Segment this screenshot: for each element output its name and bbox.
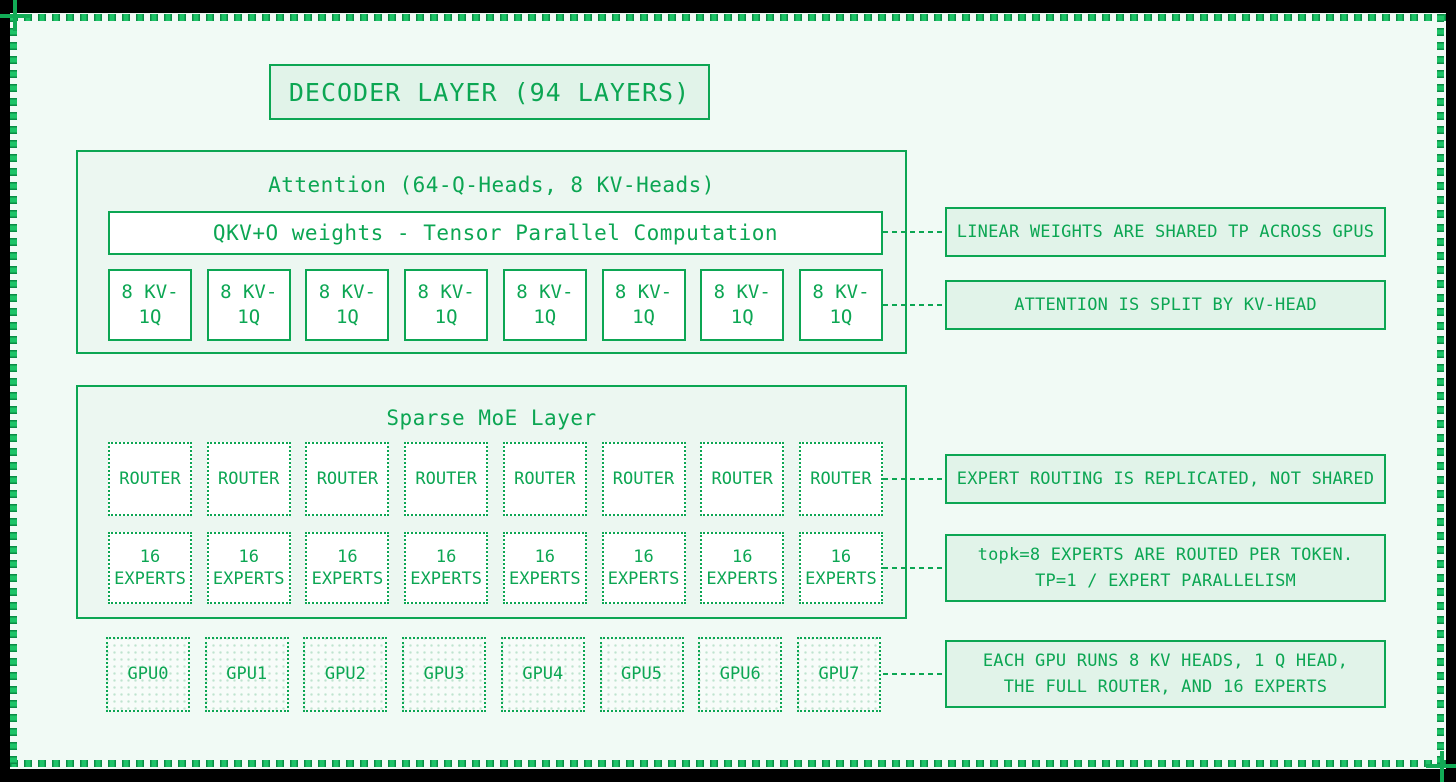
gpu-box: GPU0 (106, 637, 190, 712)
annotation-linear-weights: LINEAR WEIGHTS ARE SHARED TP ACROSS GPUS (945, 207, 1386, 257)
frame-dash-bottom (10, 760, 1446, 767)
annotation-attention-split: ATTENTION IS SPLIT BY KV-HEAD (945, 280, 1386, 330)
gpu-box: GPU7 (796, 637, 881, 712)
qkv-weights-label: QKV+O weights - Tensor Parallel Computat… (212, 221, 779, 245)
gpu-box: GPU5 (599, 637, 684, 712)
router-box: ROUTER (404, 442, 489, 516)
gpu-row: GPU0 GPU1 GPU2 GPU3 GPU4 GPU5 GPU6 GPU7 (106, 637, 881, 712)
kv-head-box: 8 KV- 1Q (206, 269, 291, 341)
moe-section: Sparse MoE Layer ROUTER ROUTER ROUTER RO… (76, 385, 907, 619)
experts-box: 16 EXPERTS (798, 532, 883, 604)
attention-section: Attention (64-Q-Heads, 8 KV-Heads) QKV+O… (76, 150, 907, 354)
router-box: ROUTER (502, 442, 587, 516)
title-box: DECODER LAYER (94 LAYERS) (269, 64, 710, 120)
gpu-box: GPU1 (204, 637, 289, 712)
annotation-topk-experts: topk=8 EXPERTS ARE ROUTED PER TOKEN. TP=… (945, 534, 1386, 602)
frame-dash-left (10, 14, 17, 768)
qkv-weights-box: QKV+O weights - Tensor Parallel Computat… (108, 211, 883, 255)
kv-head-box: 8 KV- 1Q (404, 269, 489, 341)
connector-line-experts (883, 567, 945, 569)
gpu-box: GPU2 (303, 637, 388, 712)
kv-head-box: 8 KV- 1Q (798, 269, 883, 341)
router-box: ROUTER (601, 442, 686, 516)
frame-dash-right (1437, 14, 1444, 768)
gpu-box: GPU4 (500, 637, 585, 712)
experts-box: 16 EXPERTS (206, 532, 291, 604)
gpu-box: GPU3 (402, 637, 487, 712)
experts-box: 16 EXPERTS (404, 532, 489, 604)
connector-line-qkv (883, 231, 945, 233)
gpu-box: GPU6 (698, 637, 783, 712)
kv-head-box: 8 KV- 1Q (700, 269, 785, 341)
annotation-gpu-contents: EACH GPU RUNS 8 KV HEADS, 1 Q HEAD, THE … (945, 640, 1386, 708)
connector-line-gpu (883, 673, 945, 675)
router-box: ROUTER (206, 442, 291, 516)
experts-row: 16 EXPERTS 16 EXPERTS 16 EXPERTS 16 EXPE… (108, 532, 883, 604)
router-box: ROUTER (305, 442, 390, 516)
experts-box: 16 EXPERTS (700, 532, 785, 604)
kv-head-box: 8 KV- 1Q (502, 269, 587, 341)
attention-header: Attention (64-Q-Heads, 8 KV-Heads) (268, 173, 715, 197)
kv-head-box: 8 KV- 1Q (601, 269, 686, 341)
experts-box: 16 EXPERTS (601, 532, 686, 604)
router-row: ROUTER ROUTER ROUTER ROUTER ROUTER ROUTE… (108, 442, 883, 516)
connector-line-router (883, 478, 945, 480)
moe-header: Sparse MoE Layer (386, 406, 597, 430)
kv-heads-row: 8 KV- 1Q 8 KV- 1Q 8 KV- 1Q 8 KV- 1Q 8 KV… (108, 269, 883, 341)
corner-cross-bottom-right-icon (1426, 764, 1456, 768)
frame-dash-top (10, 14, 1446, 21)
experts-box: 16 EXPERTS (502, 532, 587, 604)
experts-box: 16 EXPERTS (108, 532, 192, 604)
corner-cross-top-left-icon (0, 14, 31, 18)
kv-head-box: 8 KV- 1Q (108, 269, 192, 341)
experts-box: 16 EXPERTS (305, 532, 390, 604)
title-text: DECODER LAYER (94 LAYERS) (288, 77, 691, 107)
router-box: ROUTER (798, 442, 883, 516)
connector-line-kv-heads (883, 304, 945, 306)
router-box: ROUTER (108, 442, 192, 516)
kv-head-box: 8 KV- 1Q (305, 269, 390, 341)
router-box: ROUTER (700, 442, 785, 516)
annotation-expert-routing: EXPERT ROUTING IS REPLICATED, NOT SHARED (945, 454, 1386, 504)
